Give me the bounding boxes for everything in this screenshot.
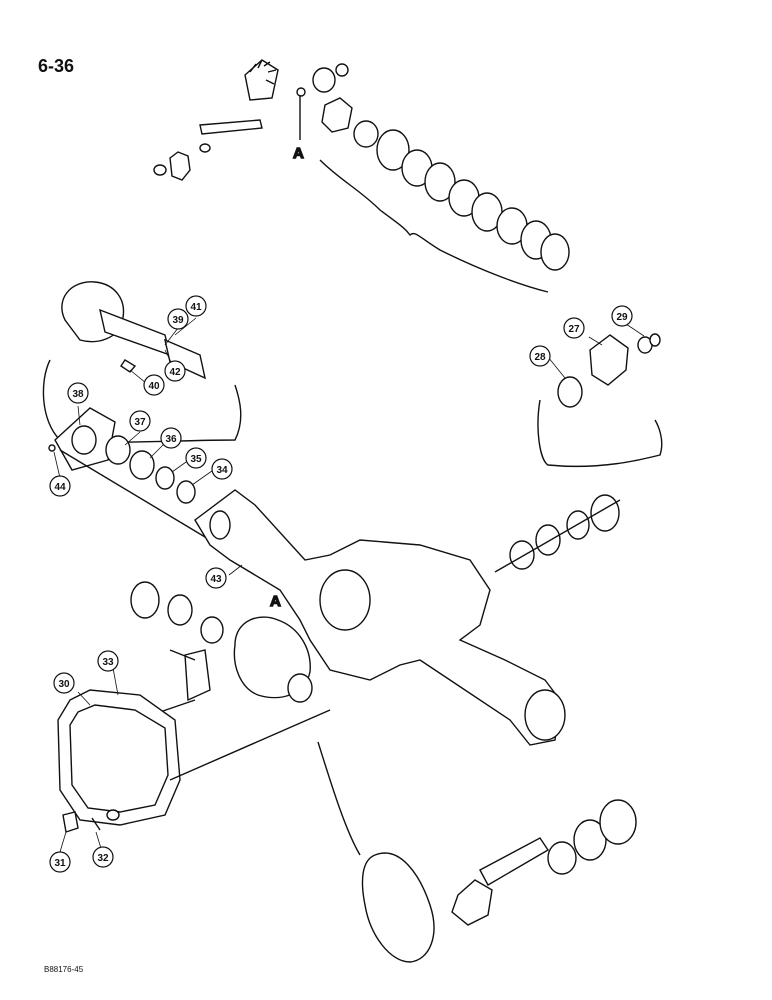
callout-27: 27 (568, 324, 580, 335)
page-number: 6-36 (38, 56, 75, 76)
differential-cover (57, 689, 331, 833)
reference-a-top: A (293, 145, 304, 162)
callout-37: 37 (134, 417, 146, 428)
callout-29: 29 (616, 312, 628, 323)
callout-30: 30 (58, 679, 70, 690)
document-code: B88176-45 (44, 965, 84, 974)
callout-28: 28 (534, 352, 546, 363)
callout-34: 34 (216, 465, 228, 476)
callout-numbers: 41 39 40 42 38 37 36 35 34 44 43 27 29 2… (54, 302, 628, 869)
pinion-flange-group (494, 333, 663, 573)
differential-internals (153, 59, 379, 181)
callout-33: 33 (102, 657, 114, 668)
callout-38: 38 (72, 389, 84, 400)
callout-circles (49, 295, 633, 873)
ring-gear-and-pinion (317, 741, 637, 963)
callout-35: 35 (190, 454, 202, 465)
reference-a-carrier: A (270, 593, 281, 610)
bearing-retainer-group (48, 407, 211, 541)
callout-32: 32 (97, 853, 109, 864)
axle-shaft-left (42, 281, 242, 443)
callout-41: 41 (190, 302, 202, 313)
callout-42: 42 (169, 367, 181, 378)
clutch-disc-stack (319, 129, 570, 293)
callout-44: 44 (54, 482, 66, 493)
callout-36: 36 (165, 434, 177, 445)
differential-carrier (130, 581, 313, 713)
axle-housing (194, 489, 566, 746)
callout-39: 39 (172, 315, 184, 326)
callout-40: 40 (148, 381, 160, 392)
callout-31: 31 (54, 858, 66, 869)
callout-43: 43 (210, 574, 222, 585)
